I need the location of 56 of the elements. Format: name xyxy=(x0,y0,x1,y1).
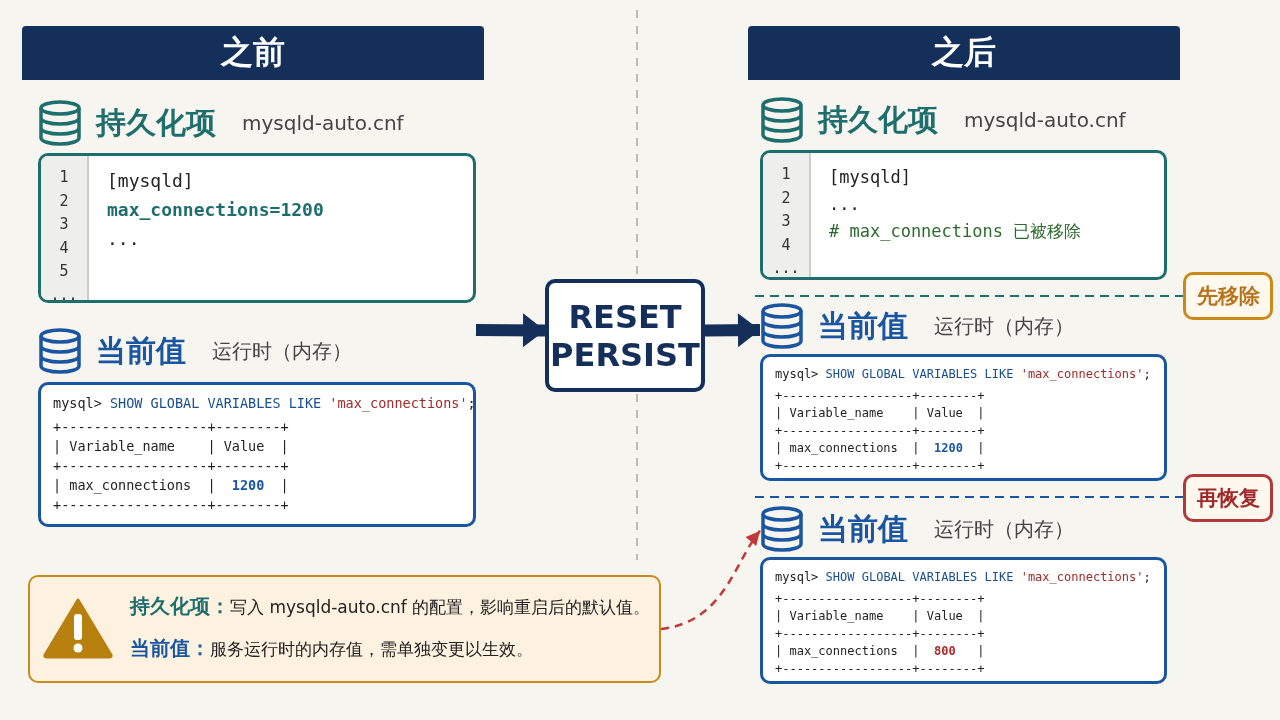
line-number: 5 xyxy=(58,261,70,282)
code-line: max_connections=1200 xyxy=(107,199,324,220)
note-box xyxy=(28,575,661,683)
section-subtitle: 运行时（内存） xyxy=(934,312,1074,340)
section-header: 之前 xyxy=(22,26,484,80)
note-text: 持久化项：写入 mysqld-auto.cnf 的配置，影响重启后的默认值。 xyxy=(130,593,651,620)
table-row: | Variable_name | Value | xyxy=(775,609,985,623)
line-number: ... xyxy=(771,258,801,277)
line-number: ... xyxy=(49,284,79,300)
table-row: +------------------+--------+ xyxy=(53,418,289,435)
note-text: 当前值：服务运行时的内存值，需单独变更以生效。 xyxy=(130,635,533,662)
table-row: +------------------+--------+ xyxy=(775,458,985,473)
arrow xyxy=(660,530,761,631)
sql-command: mysql> SHOW GLOBAL VARIABLES LIKE 'max_connections'; xyxy=(775,570,1151,584)
arrow xyxy=(475,313,546,348)
section-heading: 持久化项 xyxy=(96,103,216,142)
section-heading: 当前值 xyxy=(818,509,908,548)
table-row: +------------------+--------+ xyxy=(53,496,289,513)
arrow xyxy=(704,313,761,348)
line-number: 3 xyxy=(780,211,792,232)
table-row: | max_connections | 800 | xyxy=(775,644,985,658)
table-row: | max_connections | 1200 | xyxy=(775,441,985,455)
step-tag: 先移除 xyxy=(1183,272,1273,320)
file-name: mysqld-auto.cnf xyxy=(964,108,1126,132)
line-number: 3 xyxy=(58,214,70,235)
line-number: 4 xyxy=(58,237,70,259)
table-row: +------------------+--------+ xyxy=(775,626,985,641)
table-row: | max_connections | 1200 | xyxy=(53,477,289,493)
table-row: | Variable_name | Value | xyxy=(775,406,985,420)
section-subtitle: 运行时（内存） xyxy=(934,515,1074,543)
table-row: +------------------+--------+ xyxy=(775,423,985,438)
line-number: 2 xyxy=(780,187,792,209)
line-number: 2 xyxy=(58,190,70,212)
code-line: # max_connections 已被移除 xyxy=(829,220,1082,243)
table-row: +------------------+--------+ xyxy=(775,661,985,676)
section-heading: 当前值 xyxy=(818,306,908,345)
sql-command: mysql> SHOW GLOBAL VARIABLES LIKE 'max_connections'; xyxy=(775,367,1151,381)
code-line: ... xyxy=(107,228,140,249)
section-heading: 持久化项 xyxy=(818,100,938,139)
table-row: | Variable_name | Value | xyxy=(53,438,289,454)
file-name: mysqld-auto.cnf xyxy=(242,111,404,135)
line-number: 4 xyxy=(780,234,792,256)
line-number: 1 xyxy=(58,167,70,188)
table-row: +------------------+--------+ xyxy=(775,591,985,606)
step-tag: 再恢复 xyxy=(1183,474,1273,522)
section-heading: 当前值 xyxy=(96,331,186,370)
section-header: 之后 xyxy=(748,26,1180,80)
table-row: +------------------+--------+ xyxy=(53,457,289,474)
command-box: RESET PERSIST xyxy=(545,279,705,392)
code-line: [mysqld] xyxy=(107,170,194,191)
section-subtitle: 运行时（内存） xyxy=(212,337,352,365)
table-row: +------------------+--------+ xyxy=(775,388,985,403)
code-line: ... xyxy=(829,193,860,214)
sql-command: mysql> SHOW GLOBAL VARIABLES LIKE 'max_connections'; xyxy=(53,395,473,411)
code-line: [mysqld] xyxy=(829,167,911,187)
line-number: 1 xyxy=(780,164,792,185)
